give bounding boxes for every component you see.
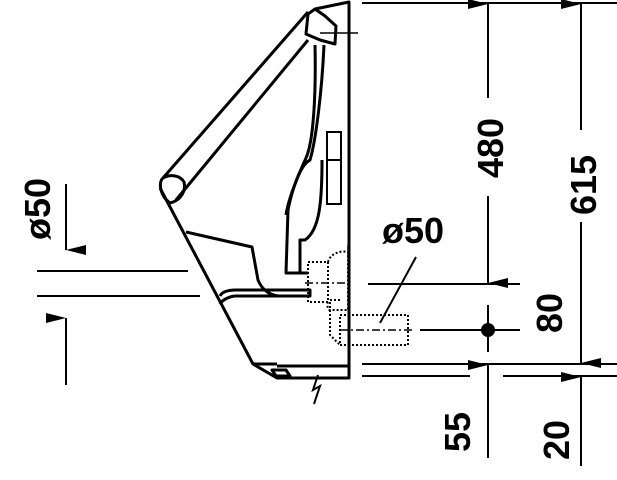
urinal-body — [158, 0, 351, 380]
center-dot-icon — [481, 323, 495, 337]
center-lines — [305, 32, 415, 331]
dim-outlet-diameter: ø50 — [382, 210, 444, 251]
dim-20: 20 — [536, 420, 577, 460]
dim-480: 480 — [470, 118, 511, 178]
left-dimension — [37, 184, 200, 385]
dim-55: 55 — [437, 412, 478, 452]
cistern-block — [326, 131, 342, 205]
outlet-leader-line — [379, 256, 417, 324]
dim-80: 80 — [529, 293, 570, 333]
dim-left-diameter: ø50 — [17, 178, 58, 240]
lightning-break-icon — [311, 374, 322, 405]
dim-615: 615 — [563, 155, 604, 215]
